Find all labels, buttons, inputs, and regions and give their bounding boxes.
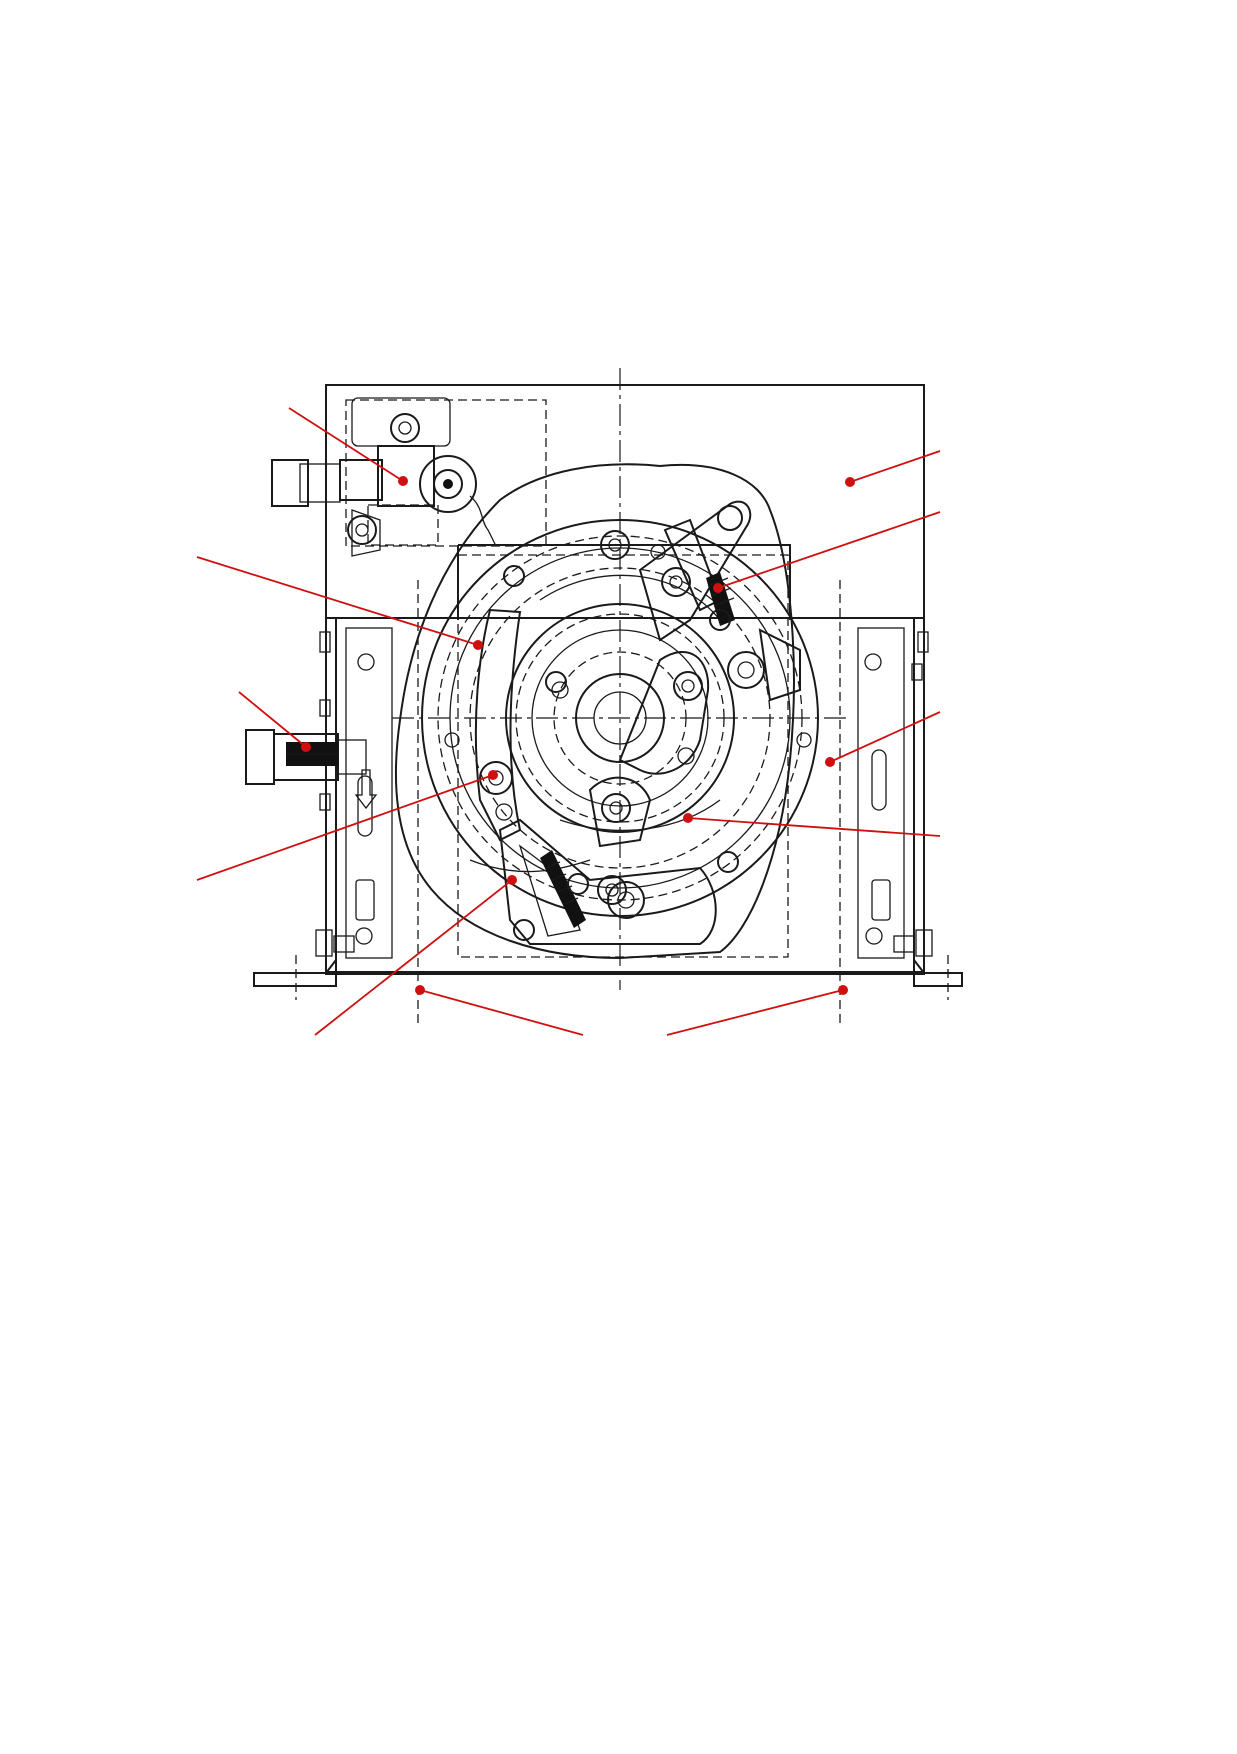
upper-brake-arm	[638, 500, 801, 702]
callout-dot-1	[398, 476, 408, 486]
lower-brake-arm	[498, 818, 717, 945]
callout-dot-8	[845, 477, 855, 487]
leader-7	[666, 989, 844, 1036]
leader-9	[717, 511, 941, 589]
centre-lines	[295, 368, 949, 1025]
leader-4	[196, 774, 494, 881]
callout-dot-4	[488, 770, 498, 780]
callout-dot-3	[301, 742, 311, 752]
callout-dot-9	[713, 583, 723, 593]
base-feet	[253, 929, 963, 987]
callout-dot-6	[415, 985, 425, 995]
callout-dot-7	[838, 985, 848, 995]
cam-plate	[551, 650, 710, 848]
leader-10	[829, 711, 941, 763]
callout-dot-11	[683, 813, 693, 823]
leader-1	[288, 407, 404, 482]
callout-dot-2	[473, 640, 483, 650]
left-brake-shoe	[469, 608, 591, 873]
leader-5	[314, 879, 513, 1036]
left-solenoid	[245, 729, 367, 785]
callout-dot-5	[507, 875, 517, 885]
brake-drum	[395, 463, 819, 960]
slotted-holes	[354, 653, 891, 945]
callout-dot-10	[825, 757, 835, 767]
leader-11	[687, 817, 941, 837]
leader-8	[849, 450, 941, 483]
callout-dots	[301, 476, 855, 995]
leader-3	[238, 691, 307, 748]
side-bolts	[319, 631, 929, 811]
switch-assembly	[271, 397, 497, 557]
leader-2	[196, 556, 479, 646]
drum-bolts	[444, 530, 812, 905]
leader-6	[419, 989, 584, 1036]
callout-leaders	[196, 407, 941, 1036]
